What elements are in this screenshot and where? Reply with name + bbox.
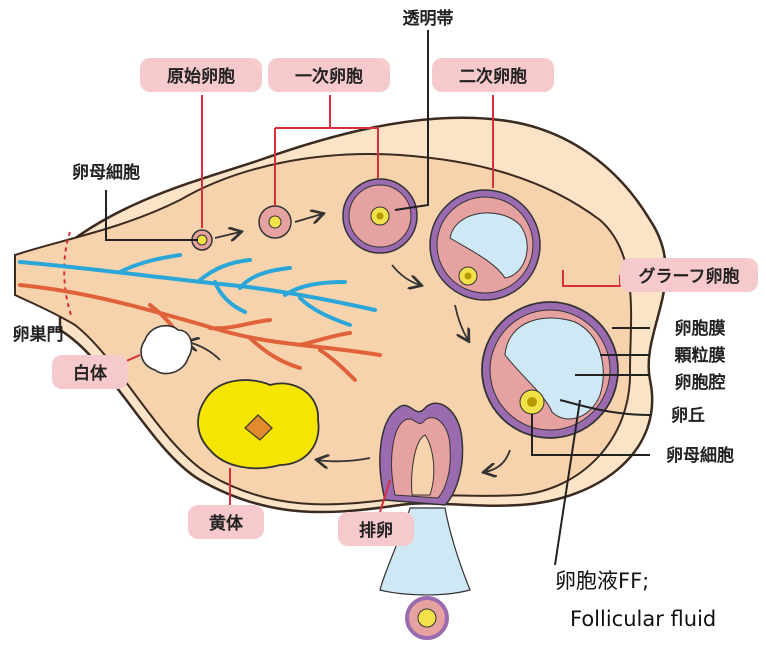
label-oocyte-left: 卵母細胞 bbox=[72, 162, 140, 183]
label-corpus-luteum: 黄体 bbox=[209, 513, 244, 534]
label-oocyte-right: 卵母細胞 bbox=[666, 445, 734, 466]
primary-follicle bbox=[259, 206, 291, 238]
label-secondary-follicle: 二次卵胞 bbox=[459, 66, 527, 87]
graafian-follicle bbox=[482, 302, 618, 438]
label-graafian-follicle: グラーフ卵胞 bbox=[639, 266, 740, 287]
label-hilum: 卵巣門 bbox=[13, 324, 64, 345]
label-follicular-fluid-jp: 卵胞液FF; bbox=[555, 569, 649, 593]
label-zona-pellucida: 透明帯 bbox=[403, 8, 454, 29]
label-granulosa: 顆粒膜 bbox=[675, 345, 726, 366]
label-ovulation: 排卵 bbox=[359, 520, 393, 541]
label-primordial-follicle: 原始卵胞 bbox=[167, 66, 235, 87]
label-theca: 卵胞膜 bbox=[675, 318, 726, 339]
corpus-albicans bbox=[141, 326, 192, 374]
label-cumulus: 卵丘 bbox=[671, 405, 705, 426]
released-oocyte bbox=[407, 598, 447, 638]
ovulating-follicle bbox=[380, 403, 463, 505]
corpus-luteum bbox=[198, 380, 319, 468]
secondary-follicle-antral bbox=[430, 190, 540, 300]
label-follicular-fluid-en: Follicular fluid bbox=[570, 607, 716, 631]
label-primary-follicle: 一次卵胞 bbox=[295, 66, 363, 87]
label-corpus-albicans: 白体 bbox=[73, 363, 108, 384]
label-antrum: 卵胞腔 bbox=[675, 372, 726, 393]
secondary-follicle-early bbox=[343, 179, 417, 253]
